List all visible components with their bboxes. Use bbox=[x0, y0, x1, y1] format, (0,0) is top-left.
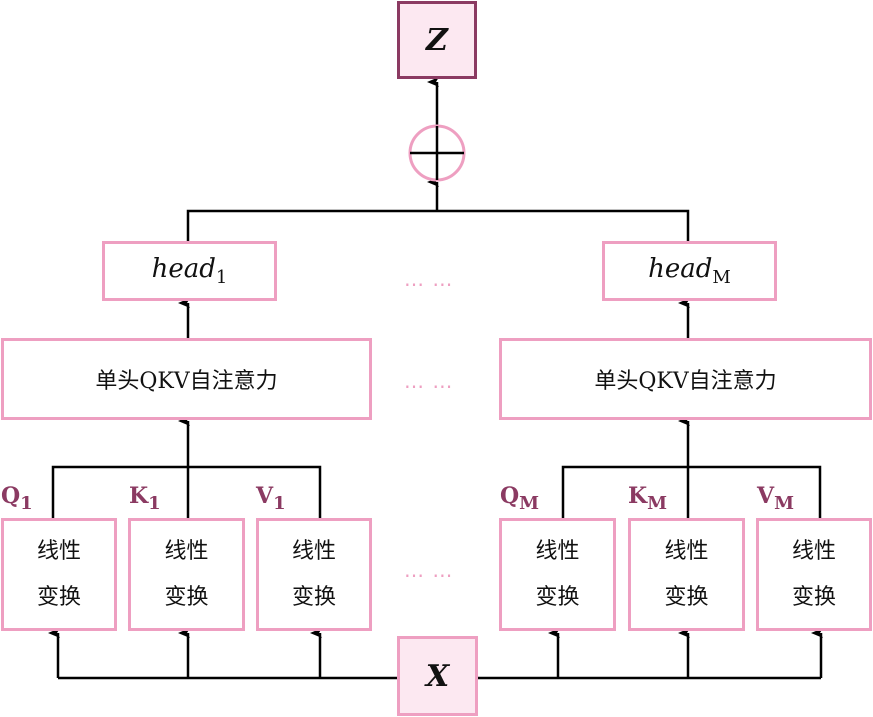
output-label: Z bbox=[426, 22, 448, 58]
ellipsis-heads: … … bbox=[404, 267, 454, 291]
vm-label: VM bbox=[757, 483, 795, 514]
ellipsis-linear: … … bbox=[404, 558, 454, 582]
qkv-merge-right bbox=[561, 465, 822, 519]
output-z-box: Z bbox=[397, 1, 477, 79]
linear-box-vm: 线性变换 bbox=[756, 518, 872, 631]
linear-box-qm: 线性变换 bbox=[499, 518, 616, 631]
linear-box-k1: 线性变换 bbox=[128, 518, 245, 631]
head-m-box: headM bbox=[602, 241, 777, 301]
attention-label: 单头QKV自注意力 bbox=[594, 369, 777, 394]
ellipsis-attention: … … bbox=[404, 369, 454, 393]
linear-box-km: 线性变换 bbox=[628, 518, 745, 631]
head-1-box: head1 bbox=[102, 241, 277, 301]
attention-box-1: 单头QKV自注意力 bbox=[1, 338, 372, 420]
qm-label: QM bbox=[500, 483, 540, 514]
sum-icon bbox=[408, 124, 466, 182]
head-1-label: head bbox=[151, 254, 216, 284]
k1-label: K1 bbox=[129, 483, 161, 514]
linear-box-q1: 线性变换 bbox=[1, 518, 117, 631]
head-m-sub: M bbox=[712, 267, 731, 288]
linear-box-v1: 线性变换 bbox=[256, 518, 372, 631]
input-x-box: X bbox=[397, 636, 478, 716]
km-label: KM bbox=[628, 483, 668, 514]
qkv-merge-left bbox=[51, 465, 322, 519]
q1-label: Q1 bbox=[1, 483, 33, 514]
attention-box-m: 单头QKV自注意力 bbox=[499, 338, 872, 420]
head-1-sub: 1 bbox=[215, 267, 228, 288]
input-label: X bbox=[425, 658, 450, 694]
v1-label: V1 bbox=[256, 483, 286, 514]
attention-label: 单头QKV自注意力 bbox=[95, 369, 278, 394]
head-merge-bar bbox=[186, 209, 690, 242]
head-m-label: head bbox=[648, 254, 713, 284]
